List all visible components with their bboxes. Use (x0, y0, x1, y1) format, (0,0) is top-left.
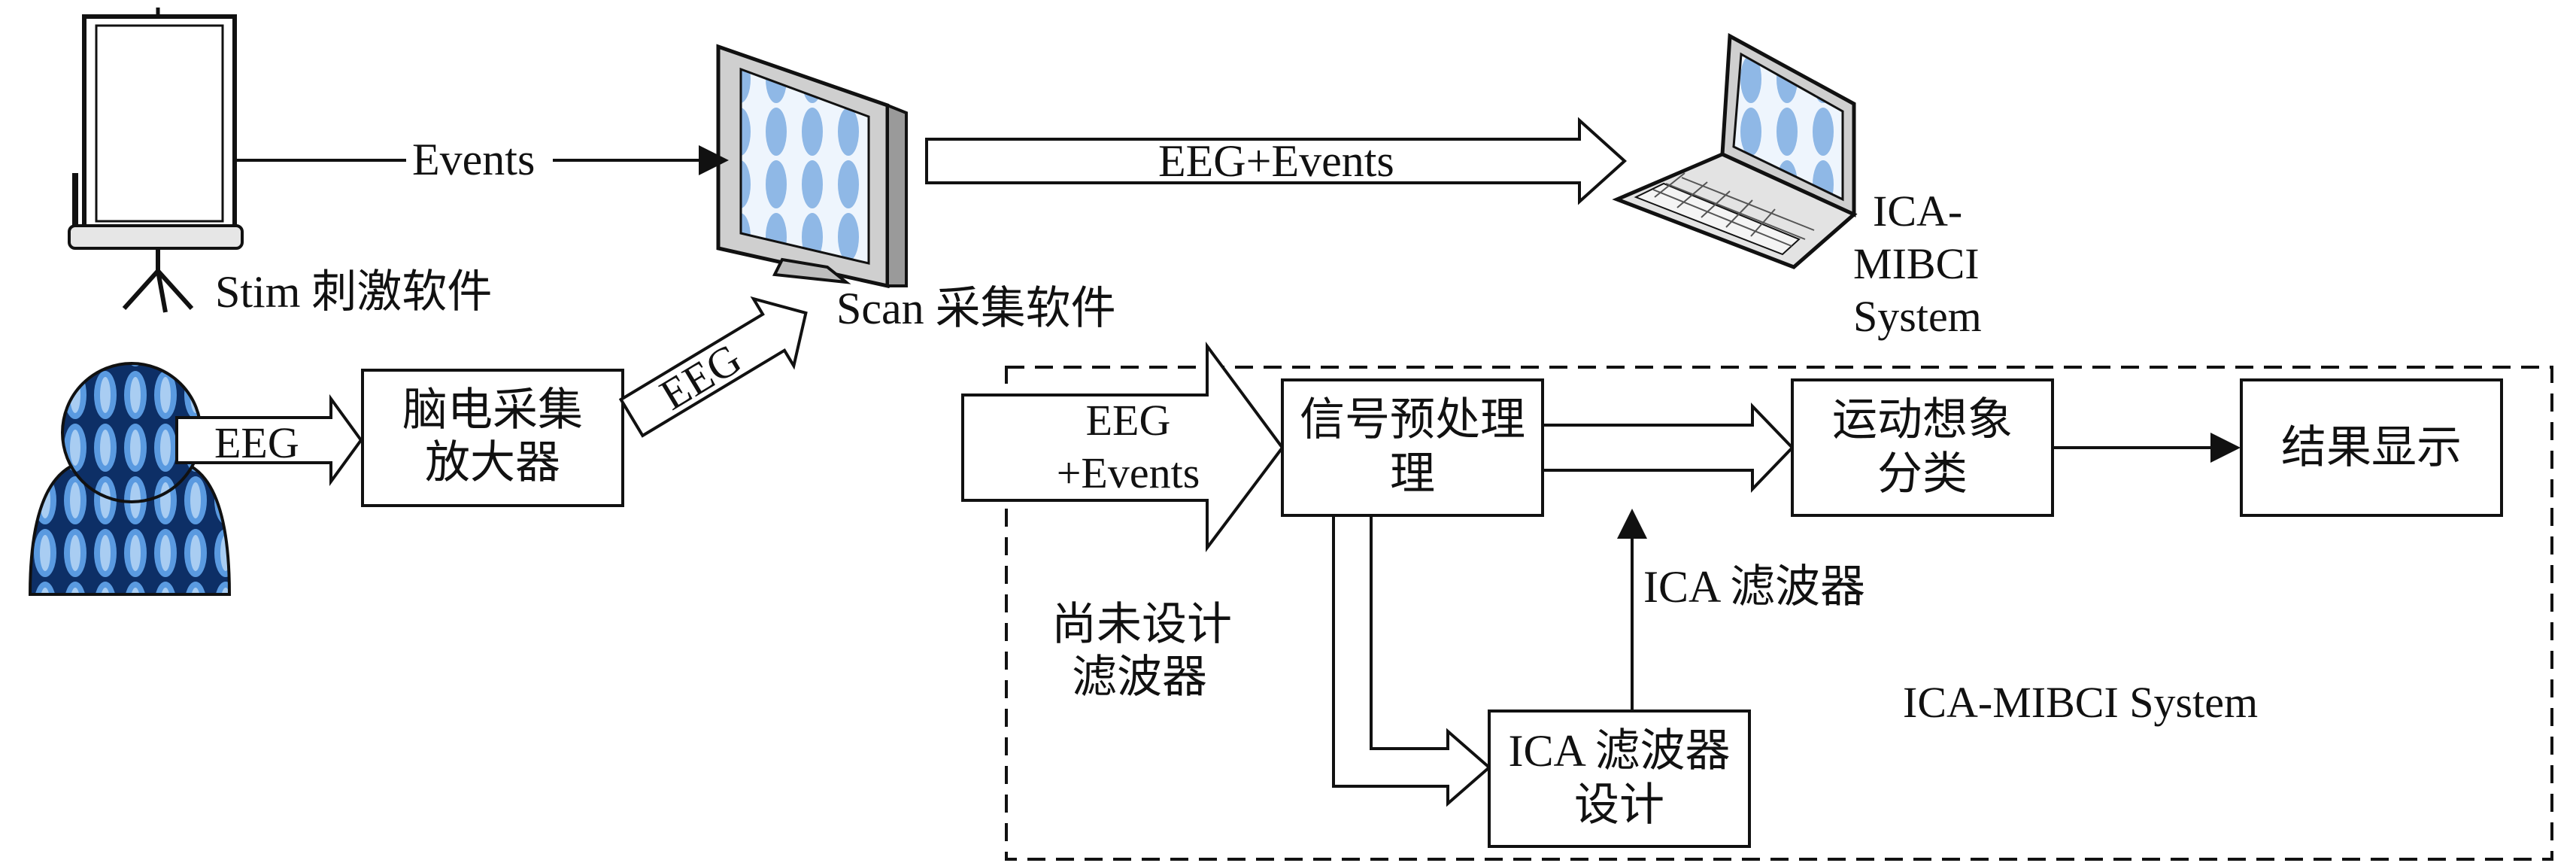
system-box-label: ICA-MIBCI System (1903, 678, 2258, 727)
amplifier-box (361, 369, 624, 507)
eeg-events-in-arrow (961, 341, 1285, 552)
result-box (2240, 378, 2503, 517)
eeg-scan-arrow: EEG (618, 296, 808, 438)
user-icon (28, 362, 232, 596)
amplifier-label-line1: 脑电采集 (402, 385, 583, 435)
laptop-label-line2: MIBCI (1853, 239, 1980, 288)
preprocess-to-classify-arrow (1541, 403, 1795, 493)
classify-label-line1: 运动想象 (1832, 395, 2013, 445)
classify-box (1791, 378, 2054, 517)
result-label: 结果显示 (2281, 423, 2462, 473)
amplifier-label-line2: 放大器 (425, 438, 560, 488)
classify-label-line2: 分类 (1877, 449, 1968, 499)
preprocess-label-line2: 理 (1390, 449, 1435, 499)
undesigned-filter-line2: 滤波器 (1072, 652, 1207, 702)
ica-filter-label: ICA 滤波器 (1643, 562, 1865, 612)
eeg-user-label: EEG (214, 418, 299, 467)
eeg-events-top-arrow (925, 117, 1627, 205)
laptop-label-line1: ICA- (1873, 187, 1962, 235)
projector-screen-icon (68, 8, 244, 313)
laptop-label-line3: System (1853, 292, 1982, 341)
eeg-events-in-label-line1: EEG (1086, 396, 1171, 445)
preprocess-to-ica-design-arrow (1332, 514, 1492, 807)
undesigned-filter-line1: 尚未设计 (1051, 600, 1232, 649)
system-boundary (1005, 366, 2553, 861)
ica-design-box (1488, 710, 1751, 848)
laptop-icon (1612, 32, 1858, 269)
eeg-events-in-label-line2: +Events (1057, 448, 1200, 497)
stim-label: Stim 刺激软件 (215, 267, 492, 317)
scan-label: Scan 采集软件 (836, 284, 1116, 333)
preprocess-label-line1: 信号预处理 (1300, 395, 1525, 445)
monitor-icon (716, 44, 908, 289)
eeg-events-top-label: EEG+Events (1158, 136, 1394, 186)
preprocess-box (1281, 378, 1544, 517)
ica-design-label-line1: ICA 滤波器 (1508, 726, 1730, 776)
ica-design-label-line2: 设计 (1574, 780, 1664, 830)
eeg-user-arrow (175, 393, 363, 487)
events-label: Events (412, 135, 535, 184)
